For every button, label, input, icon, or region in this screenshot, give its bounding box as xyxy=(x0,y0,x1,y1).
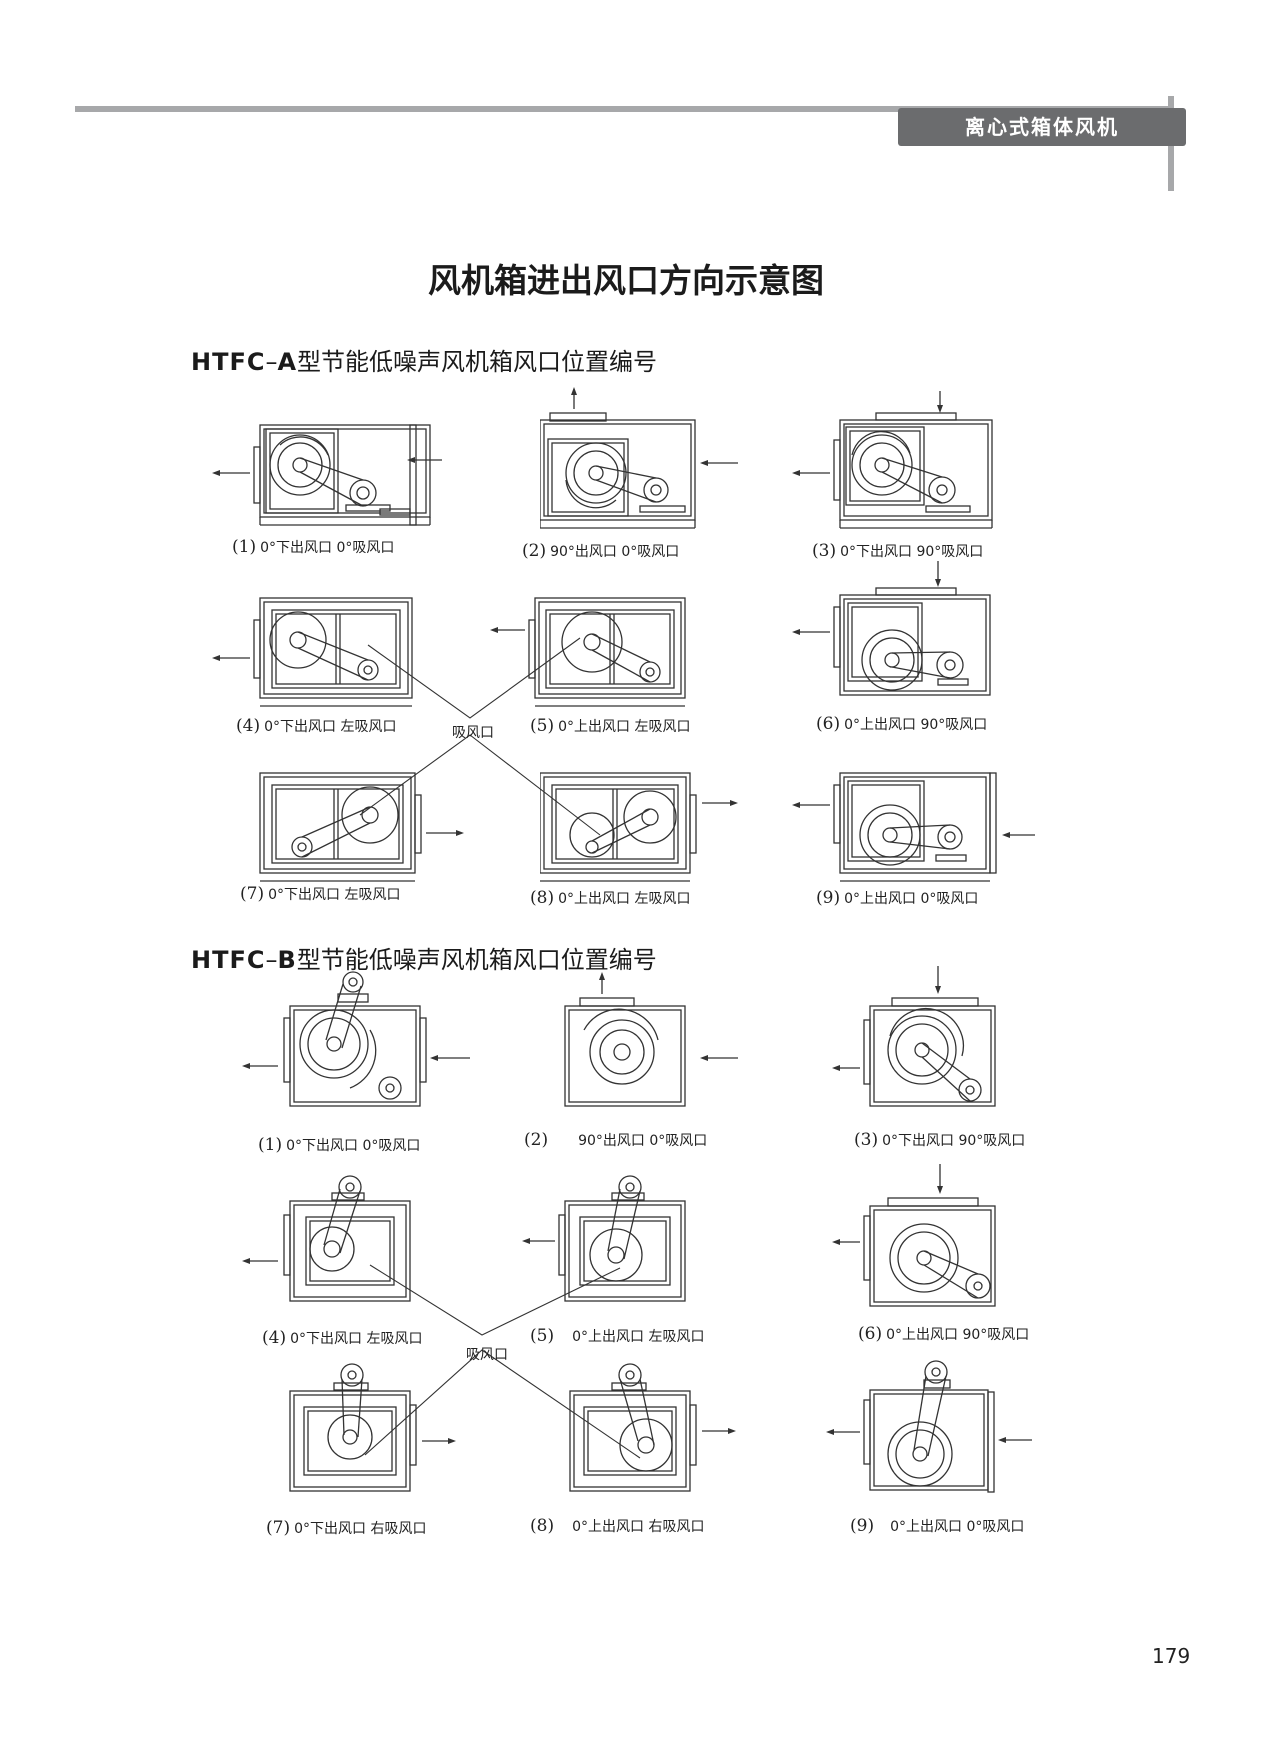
inlet-label: 吸风口 xyxy=(452,725,494,741)
section-title-prefix: HTFC xyxy=(191,946,266,974)
diagram-label: 0°上出风口 90°吸风口 xyxy=(844,717,988,733)
fan-box-diagram-a3 xyxy=(790,385,1000,535)
diagram-label: 0°上出风口 0°吸风口 xyxy=(890,1519,1025,1535)
diagram-caption: (6)0°上出风口 90°吸风口 xyxy=(858,1324,1029,1344)
diagram-caption: (4)0°下出风口 左吸风口 xyxy=(236,716,396,736)
diagram-number: (4) xyxy=(236,716,261,736)
diagram-label: 0°上出风口 左吸风口 xyxy=(558,719,691,735)
diagram-caption: (3)0°下出风口 90°吸风口 xyxy=(812,541,983,561)
diagram-number: (9) xyxy=(816,888,841,908)
diagram-number: (8) xyxy=(530,888,555,908)
fan-box-diagram-a9 xyxy=(790,755,1040,885)
header-rule xyxy=(75,106,1174,112)
diagram-label: 0°下出风口 0°吸风口 xyxy=(260,540,395,556)
diagram-number: (8) xyxy=(530,1516,555,1536)
fan-box-diagram-b3 xyxy=(830,960,1010,1120)
page-title: 风机箱进出风口方向示意图 xyxy=(428,261,824,300)
diagram-caption: (5)0°上出风口 左吸风口 xyxy=(530,716,690,736)
diagram-label: 0°上出风口 90°吸风口 xyxy=(886,1327,1030,1343)
diagram-label: 0°下出风口 左吸风口 xyxy=(264,719,397,735)
fan-box-diagram-b2 xyxy=(560,970,740,1120)
diagram-number: (1) xyxy=(258,1135,283,1155)
diagram-number: (2) xyxy=(522,541,547,561)
section-title-text: 型节能低噪声风机箱风口位置编号 xyxy=(297,348,658,376)
fan-box-diagram-b4 xyxy=(240,1165,420,1315)
diagram-number: (7) xyxy=(240,884,265,904)
diagram-label: 90°出风口 0°吸风口 xyxy=(550,544,680,560)
diagram-number: (4) xyxy=(262,1328,287,1348)
fan-box-diagram-a2 xyxy=(540,385,740,535)
diagram-number: (1) xyxy=(232,537,257,557)
diagram-number: (6) xyxy=(858,1324,883,1344)
fan-box-diagram-a6 xyxy=(790,555,1000,705)
diagram-number: (3) xyxy=(812,541,837,561)
inlet-label: 吸风口 xyxy=(466,1347,508,1363)
fan-box-diagram-b5 xyxy=(520,1165,700,1315)
fan-box-diagram-b8 xyxy=(560,1355,750,1505)
diagram-label: 0°下出风口 90°吸风口 xyxy=(840,544,984,560)
diagram-number: (6) xyxy=(816,714,841,734)
diagram-label: 0°下出风口 0°吸风口 xyxy=(286,1138,421,1154)
section-title-prefix: HTFC xyxy=(191,348,266,376)
diagram-label: 0°上出风口 左吸风口 xyxy=(572,1329,705,1345)
section-title-text: 型节能低噪声风机箱风口位置编号 xyxy=(296,946,657,974)
diagram-label: 0°下出风口 右吸风口 xyxy=(294,1521,427,1537)
diagram-caption: (1)0°下出风口 0°吸风口 xyxy=(258,1135,420,1155)
section-title-dash: – xyxy=(265,348,278,376)
diagram-caption: (2)90°出风口 0°吸风口 xyxy=(522,541,679,561)
fan-box-diagram-b9 xyxy=(820,1350,1040,1510)
diagram-label: 0°下出风口 左吸风口 xyxy=(268,887,401,903)
diagram-label: 0°下出风口 左吸风口 xyxy=(290,1331,423,1347)
section-title-dash: – xyxy=(265,946,278,974)
fan-box-diagram-b7 xyxy=(280,1355,470,1505)
diagram-caption: (7)0°下出风口 左吸风口 xyxy=(240,884,400,904)
diagram-caption: (9) 0°上出风口 0°吸风口 xyxy=(850,1516,1024,1536)
diagram-caption: (4)0°下出风口 左吸风口 xyxy=(262,1328,422,1348)
diagram-caption: (8)0°上出风口 左吸风口 xyxy=(530,888,690,908)
diagram-caption: (5) 0°上出风口 左吸风口 xyxy=(530,1326,704,1346)
diagram-label: 0°上出风口 左吸风口 xyxy=(558,891,691,907)
chapter-tag: 离心式箱体风机 xyxy=(898,108,1186,146)
fan-box-diagram-a5 xyxy=(490,590,700,710)
diagram-number: (9) xyxy=(850,1516,875,1536)
diagram-caption: (9)0°上出风口 0°吸风口 xyxy=(816,888,978,908)
section-title-b: HTFC–B型节能低噪声风机箱风口位置编号 xyxy=(191,940,657,975)
page-number: 179 xyxy=(1152,1644,1191,1668)
diagram-label: 90°出风口 0°吸风口 xyxy=(578,1133,708,1149)
diagram-label: 0°上出风口 0°吸风口 xyxy=(844,891,979,907)
fan-box-diagram-a1 xyxy=(210,405,450,535)
section-title-type: A xyxy=(277,348,298,376)
diagram-number: (5) xyxy=(530,716,555,736)
diagram-caption: (2) 90°出风口 0°吸风口 xyxy=(524,1130,707,1150)
fan-box-diagram-a7 xyxy=(210,765,470,885)
diagram-caption: (1)0°下出风口 0°吸风口 xyxy=(232,537,394,557)
diagram-caption: (8) 0°上出风口 右吸风口 xyxy=(530,1516,704,1536)
diagram-number: (2) xyxy=(524,1130,549,1150)
diagram-caption: (6)0°上出风口 90°吸风口 xyxy=(816,714,987,734)
section-title-a: HTFC–A型节能低噪声风机箱风口位置编号 xyxy=(191,342,657,377)
diagram-caption: (3)0°下出风口 90°吸风口 xyxy=(854,1130,1025,1150)
diagram-number: (3) xyxy=(854,1130,879,1150)
section-title-type: B xyxy=(277,946,297,974)
fan-box-diagram-b6 xyxy=(830,1160,1010,1320)
fan-box-diagram-a4 xyxy=(210,590,420,710)
diagram-label: 0°上出风口 右吸风口 xyxy=(572,1519,705,1535)
diagram-caption: (7)0°下出风口 右吸风口 xyxy=(266,1518,426,1538)
fan-box-diagram-a8 xyxy=(540,765,750,885)
diagram-label: 0°下出风口 90°吸风口 xyxy=(882,1133,1026,1149)
diagram-number: (7) xyxy=(266,1518,291,1538)
fan-box-diagram-b1 xyxy=(240,970,470,1120)
diagram-number: (5) xyxy=(530,1326,555,1346)
